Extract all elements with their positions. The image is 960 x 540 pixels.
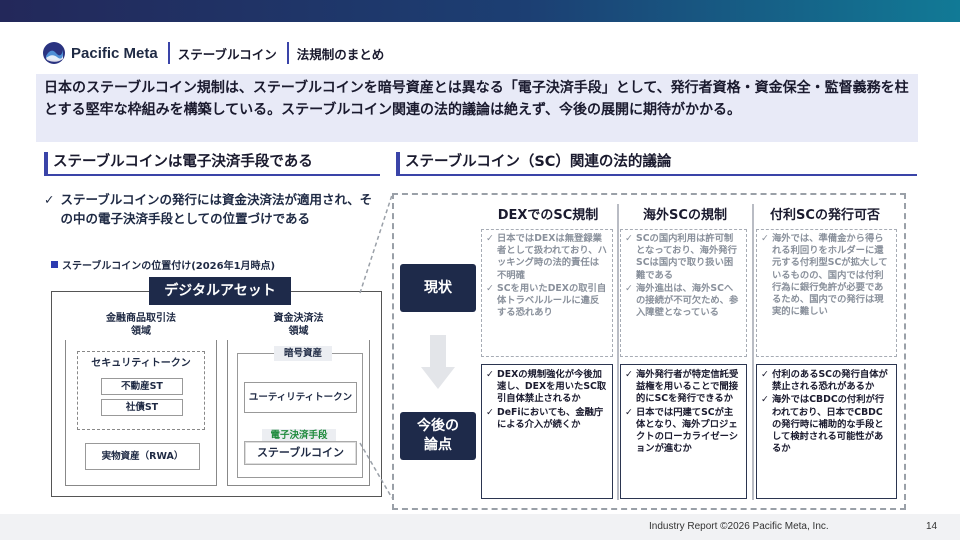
check-icon: ✓ [625,406,633,418]
pacific-meta-logo-icon [43,42,65,64]
legal-discussion-panel [392,193,906,510]
fi-law-label: 金融商品取引法 領域 [65,310,217,340]
check-icon: ✓ [761,394,769,406]
current-cell-overseas: ✓SCの国内利用は許可制となっており、海外発行SCは国内で取り扱い困難である ✓… [620,229,747,357]
list-item: ✓付利のあるSCの発行自体が禁止される恐れがあるか [761,369,888,393]
current-cell-interest: ✓海外では、準備金から得られる利回りをホルダーに還元する付利型SCが拡大している… [756,229,897,357]
footer-bar [0,514,960,540]
list-item: ✓SCの国内利用は許可制となっており、海外発行SCは国内で取り扱い困難である [625,233,737,281]
check-icon: ✓ [761,233,769,244]
position-label-text: ステーブルコインの位置付け(2026年1月時点) [62,261,276,272]
arrow-down-icon [421,335,455,389]
right-section-title: ステーブルコイン（SC）関連の法的議論 [396,152,671,174]
check-icon: ✓ [625,282,633,294]
header-divider [167,42,170,64]
company-logo: Pacific Meta [42,41,158,65]
crypto-asset-tag: 暗号資産 [274,346,332,361]
list-item: ✓DEXの規制強化が今後加速し、DEXを用いたSC取引自体禁止されるか [486,369,607,405]
row-label-current: 現状 [400,264,476,312]
summary-box: 日本のステーブルコイン規制は、ステーブルコインを暗号資産とは異なる「電子決済手段… [36,74,918,142]
list-item: ✓SCを用いたDEXの取引自体トラベルルールに違反する恐れあり [486,282,607,319]
column-title-interest: 付利SCの発行可否 [770,208,880,223]
row-label-future: 今後の 論点 [400,412,476,460]
footer-copyright: Industry Report ©2026 Pacific Meta, Inc. [649,521,829,532]
left-description: ✓ ステーブルコインの発行には資金決済法が適用され、その中の電子決済手段としての… [44,191,380,228]
check-icon: ✓ [486,233,494,244]
check-icon: ✓ [625,369,633,380]
page-header: Pacific Meta ステーブルコイン 法規制のまとめ [42,40,384,66]
column-separator [617,204,619,500]
header-divider [286,42,289,64]
connector-lines [359,194,393,499]
list-item: ✓DeFiにおいても、金融庁による介入が続くか [486,406,604,430]
left-section-title: ステーブルコインは電子決済手段である [44,152,313,174]
bond-st-box: 社債ST [101,399,183,416]
column-title-overseas: 海外SCの規制 [643,208,727,223]
future-cell-overseas: ✓海外発行者が特定信託受益権を用いることで間接的にSCを発行できるか ✓日本では… [620,364,747,499]
square-bullet-icon [51,261,58,268]
check-icon: ✓ [486,369,494,380]
future-cell-interest: ✓付利のあるSCの発行自体が禁止される恐れがあるか ✓海外ではCBDCの付利が行… [756,364,897,499]
current-cell-dex: ✓日本ではDEXは無登録業者として扱われており、ハッキング時の法的責任は不明確 … [481,229,613,357]
utility-token-box: ユーティリティトークン [244,382,357,413]
payment-law-label: 資金決済法 領域 [227,310,370,340]
page-number: 14 [926,521,938,532]
logo-text: Pacific Meta [71,44,158,62]
check-icon: ✓ [44,192,55,207]
breadcrumb-page: 法規制のまとめ [296,46,385,62]
e-payment-tag: 電子決済手段 [262,429,336,443]
real-estate-st-box: 不動産ST [101,378,183,395]
breadcrumb-topic: ステーブルコイン [177,46,277,62]
check-icon: ✓ [486,406,494,418]
column-title-dex: DEXでのSC規制 [497,208,599,223]
list-item: ✓海外発行者が特定信託受益権を用いることで間接的にSCを発行できるか [625,369,739,405]
list-item: ✓海外ではCBDCの付利が行われており、日本でCBDCの発行時に補助的な手段とし… [761,394,885,455]
position-label: ステーブルコインの位置付け(2026年1月時点) [51,257,275,272]
column-separator [752,204,754,500]
list-item: ✓日本ではDEXは無登録業者として扱われており、ハッキング時の法的責任は不明確 [486,233,607,281]
list-item: ✓海外進出は、海外SCへの接続が不可欠ため、参入障壁となっている [625,282,739,319]
right-title-underline [396,174,917,176]
stablecoin-box: ステーブルコイン [244,441,357,465]
list-item: ✓海外では、準備金から得られる利回りをホルダーに還元する付利型SCが拡大している… [761,233,888,318]
security-token-label: セキュリティトークン [91,358,191,369]
digital-asset-title: デジタルアセット [149,277,291,305]
check-icon: ✓ [761,369,769,380]
list-item: ✓日本では円建てSCが主体となり、海外プロジェクトのローカライゼーションが進むか [625,406,739,455]
rwa-box: 実物資産（RWA） [85,443,200,470]
left-title-underline [44,174,380,176]
top-gradient-bar [0,0,960,22]
check-icon: ✓ [625,233,633,244]
left-description-text: ステーブルコインの発行には資金決済法が適用され、その中の電子決済手段としての位置… [60,192,373,226]
future-cell-dex: ✓DEXの規制強化が今後加速し、DEXを用いたSC取引自体禁止されるか ✓DeF… [481,364,613,499]
check-icon: ✓ [486,282,494,294]
